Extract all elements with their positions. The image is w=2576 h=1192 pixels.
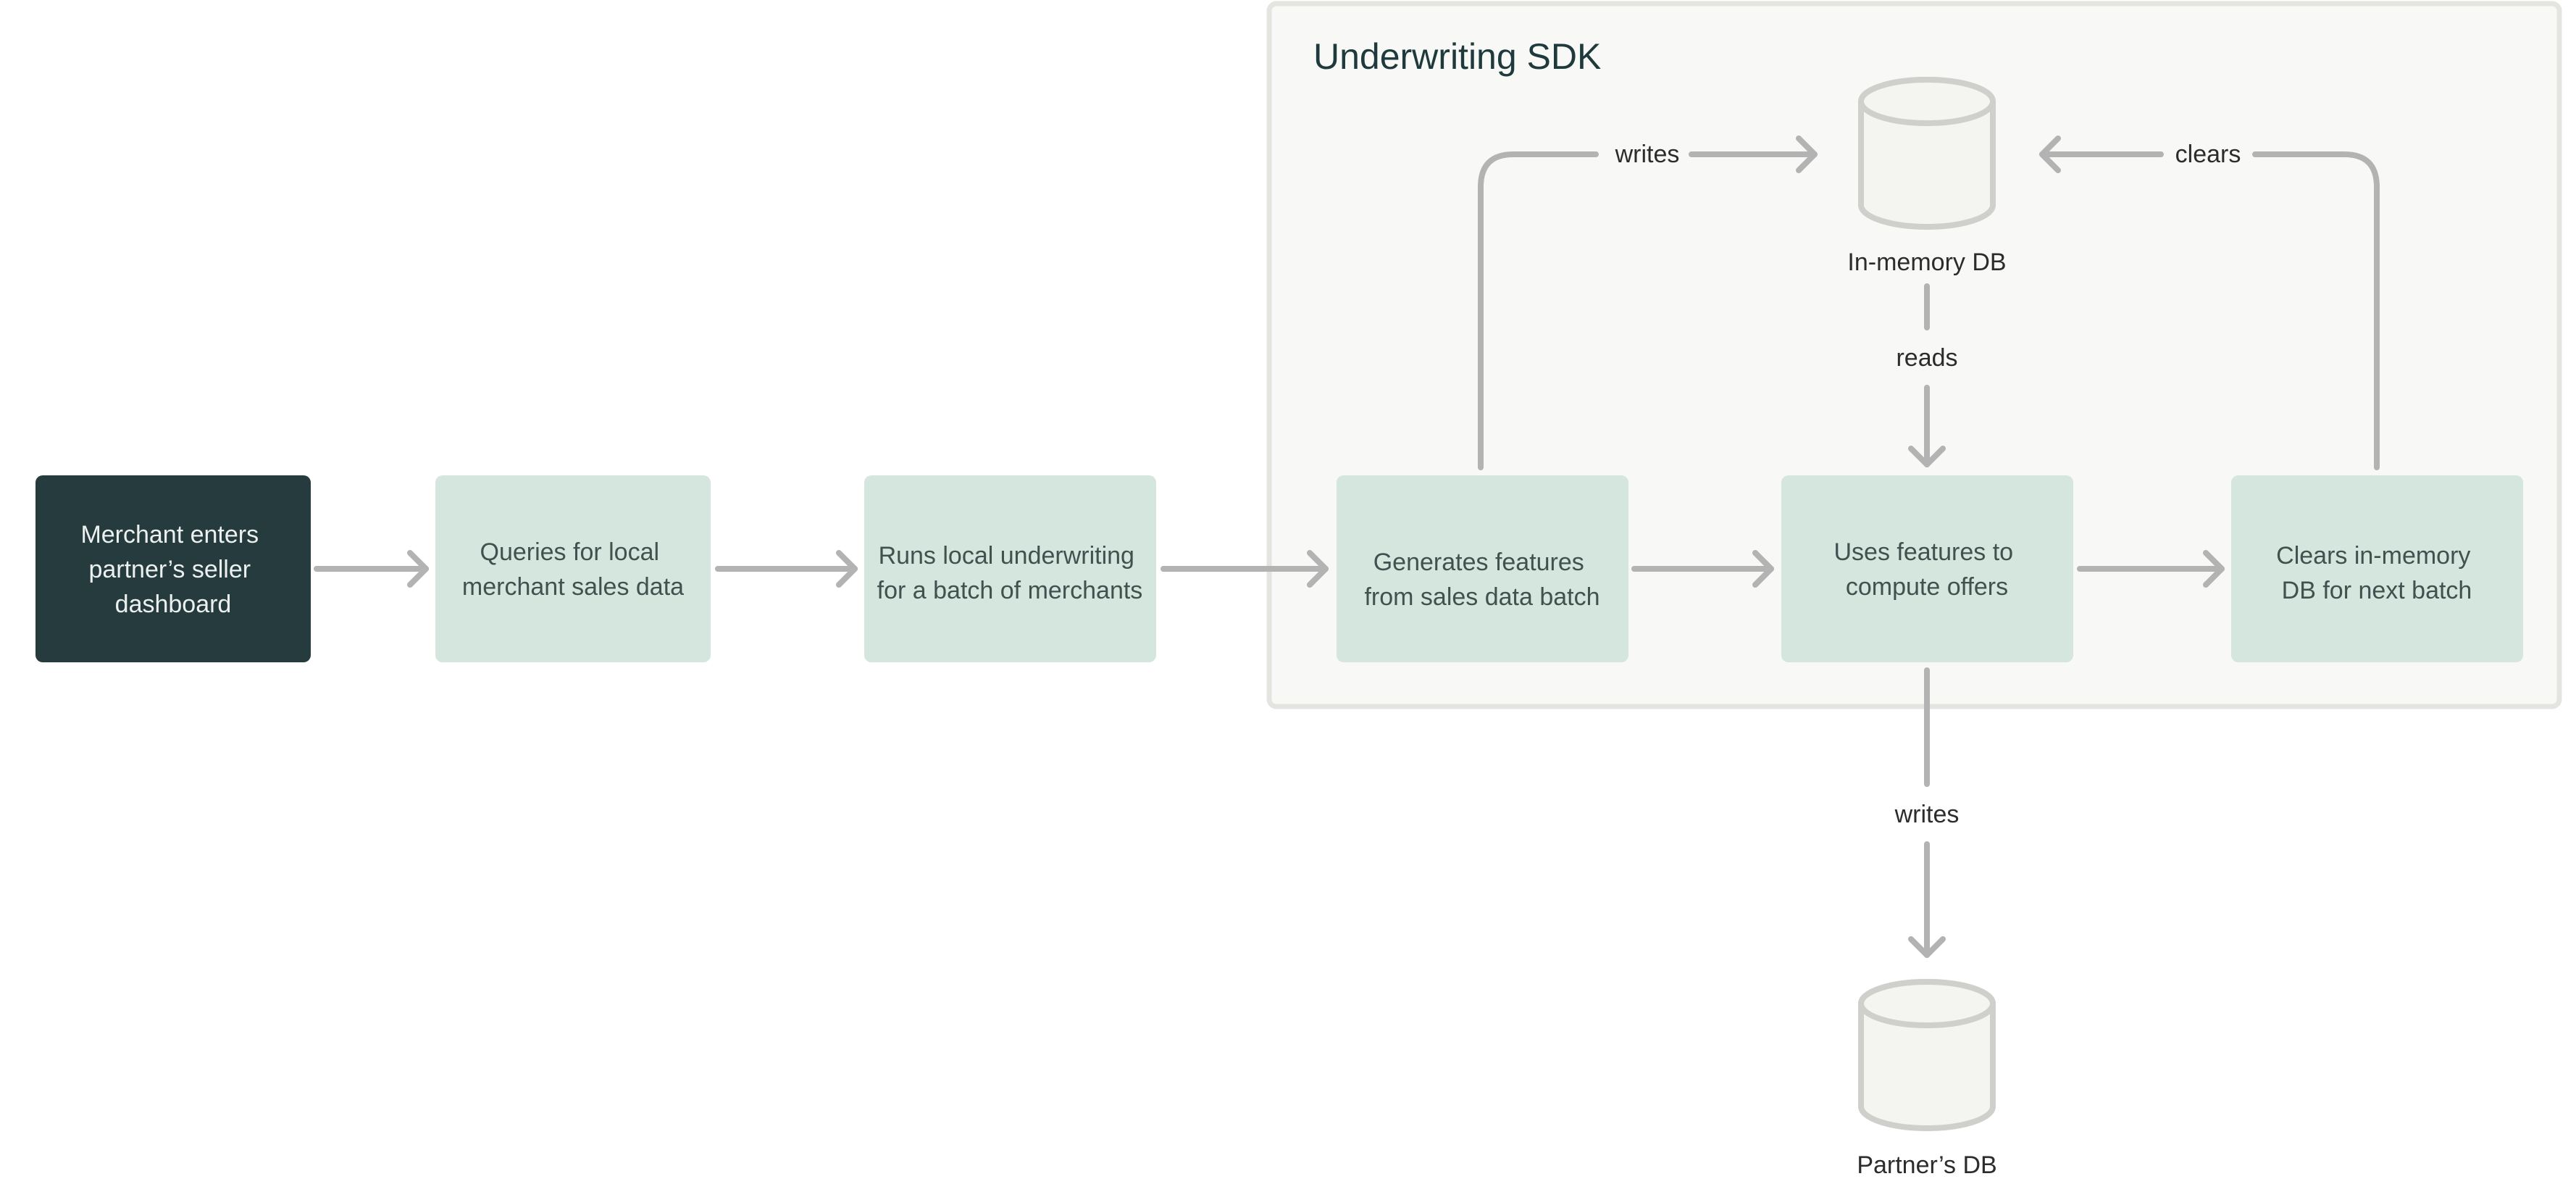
node-runs-underwriting-box [864, 475, 1156, 662]
node-generates-features-line-2: from sales data batch [1364, 583, 1599, 611]
arrowhead-uses-to-clears [2203, 550, 2225, 588]
node-queries-local-label: Queries for local merchant sales data [462, 538, 684, 601]
arrowhead-generates-to-uses [1752, 550, 1774, 588]
node-merchant-enters-line-2: partner’s seller [88, 556, 251, 583]
node-merchant-enters-box [35, 475, 311, 662]
edge-clears-segment [2252, 151, 2380, 470]
edge-generates-writes-segment [1478, 151, 1599, 470]
node-runs-underwriting-label: Runs local underwriting for a batch of m… [877, 542, 1143, 604]
arrowhead-clears-to-memory [2039, 136, 2061, 173]
node-uses-features-line-1: Uses features to [1833, 538, 2013, 566]
partners-db-label: Partner’s DB [1857, 1151, 1996, 1179]
node-clears-db-label: Clears in-memory DB for next batch [2276, 542, 2477, 604]
node-queries-local-box [435, 475, 711, 662]
node-merchant-enters-line-1: Merchant enters [80, 521, 259, 549]
underwriting-sdk-title: Underwriting SDK [1313, 36, 1601, 77]
arrowhead-reads-to-uses [1908, 446, 1946, 467]
node-runs-underwriting-line-2: for a batch of merchants [877, 577, 1143, 604]
in-memory-db: In-memory DB [1847, 77, 2007, 276]
edge-label-writes-memory: writes [1615, 141, 1680, 168]
node-clears-db-line-1: Clears in-memory [2276, 542, 2470, 570]
database-icon [1858, 979, 1996, 1131]
edge-label-clears-memory: clears [2175, 141, 2241, 168]
node-uses-features-line-2: compute offers [1846, 573, 2008, 601]
node-clears-db: Clears in-memory DB for next batch [2231, 475, 2523, 662]
database-icon [1858, 77, 1996, 230]
partners-db-top [1858, 979, 1996, 1028]
node-generates-features: Generates features from sales data batch [1337, 475, 1628, 662]
node-clears-db-line-2: DB for next batch [2282, 577, 2472, 604]
node-generates-features-line-1: Generates features [1373, 549, 1584, 576]
arrowhead-runs-to-generates [1307, 550, 1329, 588]
arrowhead-writes-to-partner [1908, 936, 1946, 958]
node-queries-local: Queries for local merchant sales data [435, 475, 711, 662]
partners-db: Partner’s DB [1857, 979, 1997, 1179]
node-queries-local-line-1: Queries for local [480, 538, 660, 566]
in-memory-db-top [1858, 77, 1996, 126]
node-merchant-enters-label: Merchant enters partner’s seller dashboa… [80, 521, 265, 618]
arrowhead-queries-to-runs [836, 550, 858, 588]
node-uses-features-label: Uses features to compute offers [1833, 538, 2020, 601]
node-merchant-enters: Merchant enters partner’s seller dashboa… [35, 475, 311, 662]
edge-label-writes-partner: writes [1894, 801, 1960, 828]
node-clears-db-box [2231, 475, 2523, 662]
node-uses-features-box [1781, 475, 2073, 662]
node-uses-features: Uses features to compute offers [1781, 475, 2073, 662]
node-runs-underwriting: Runs local underwriting for a batch of m… [864, 475, 1156, 662]
arrowhead-merchant-to-queries [407, 550, 429, 588]
node-merchant-enters-line-3: dashboard [115, 591, 232, 618]
node-generates-features-label: Generates features from sales data batch [1364, 549, 1599, 611]
in-memory-db-label: In-memory DB [1847, 249, 2006, 276]
arrowhead-writes-to-memory [1796, 136, 1818, 173]
node-generates-features-box [1337, 475, 1628, 662]
node-queries-local-line-2: merchant sales data [462, 573, 684, 601]
node-runs-underwriting-line-1: Runs local underwriting [879, 542, 1134, 570]
edge-label-reads-memory: reads [1896, 344, 1957, 372]
